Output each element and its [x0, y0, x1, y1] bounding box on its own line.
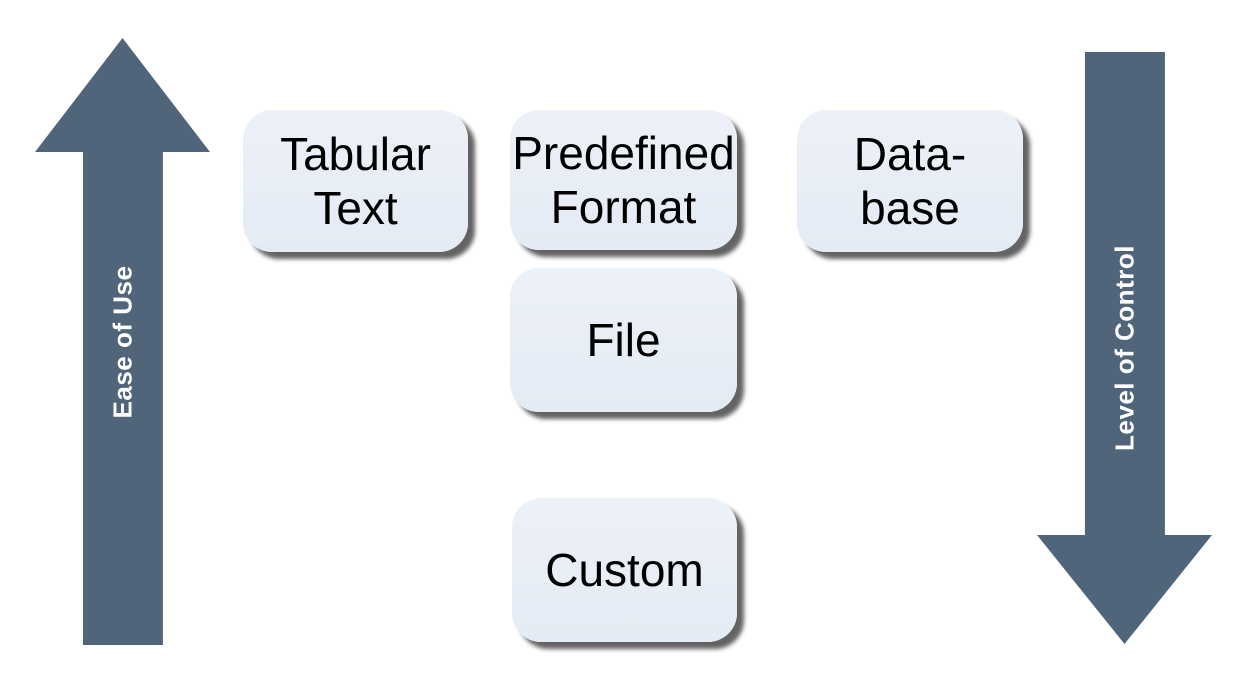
box-custom-label: Custom [545, 543, 704, 596]
level-of-control-label: Level of Control [1109, 245, 1139, 451]
box-file: File [510, 268, 737, 412]
ease-of-use-arrow-up-icon: Ease of Use [35, 38, 210, 645]
box-file-label: File [586, 313, 661, 366]
box-custom: Custom [512, 498, 737, 642]
ease-of-use-label: Ease of Use [107, 265, 137, 418]
level-of-control-arrow-down-icon: Level of Control [1037, 52, 1212, 644]
box-database: Data-base [797, 110, 1023, 252]
box-database-label: Data-base [853, 127, 967, 234]
